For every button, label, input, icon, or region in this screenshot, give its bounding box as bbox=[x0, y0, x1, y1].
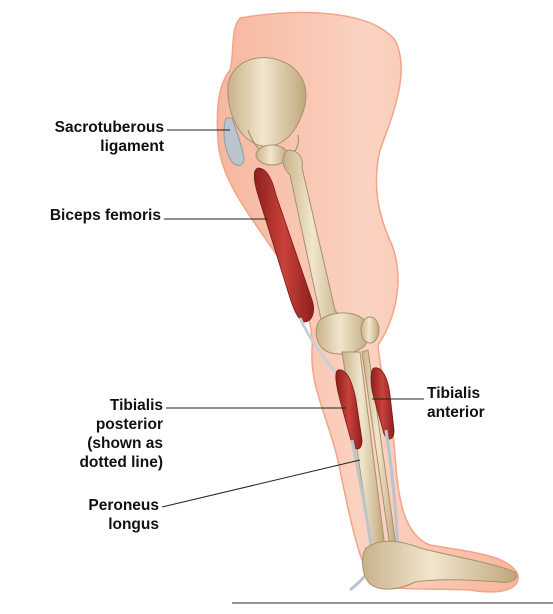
label-sacrotuberous-ligament: Sacrotuberous ligament bbox=[6, 118, 164, 156]
label-biceps-femoris: Biceps femoris bbox=[0, 206, 161, 225]
label-peroneus-line1: Peroneus bbox=[0, 496, 159, 515]
label-sacrotuberous-line2: ligament bbox=[6, 137, 164, 156]
label-tibialis-anterior-line1: Tibialis bbox=[427, 384, 547, 403]
label-biceps-line1: Biceps femoris bbox=[0, 206, 161, 225]
label-tibialis-anterior-line2: anterior bbox=[427, 403, 547, 422]
label-tibialis-posterior-line3: (shown as bbox=[0, 434, 163, 453]
label-tibialis-posterior-line4: dotted line) bbox=[0, 453, 163, 472]
label-tibialis-posterior-line2: posterior bbox=[0, 415, 163, 434]
label-sacrotuberous-line1: Sacrotuberous bbox=[6, 118, 164, 137]
label-tibialis-posterior-line1: Tibialis bbox=[0, 396, 163, 415]
label-tibialis-anterior: Tibialis anterior bbox=[427, 384, 547, 422]
label-peroneus-longus: Peroneus longus bbox=[0, 496, 159, 534]
leader-peroneus bbox=[162, 460, 360, 507]
label-tibialis-posterior: Tibialis posterior (shown as dotted line… bbox=[0, 396, 163, 472]
label-peroneus-line2: longus bbox=[0, 515, 159, 534]
